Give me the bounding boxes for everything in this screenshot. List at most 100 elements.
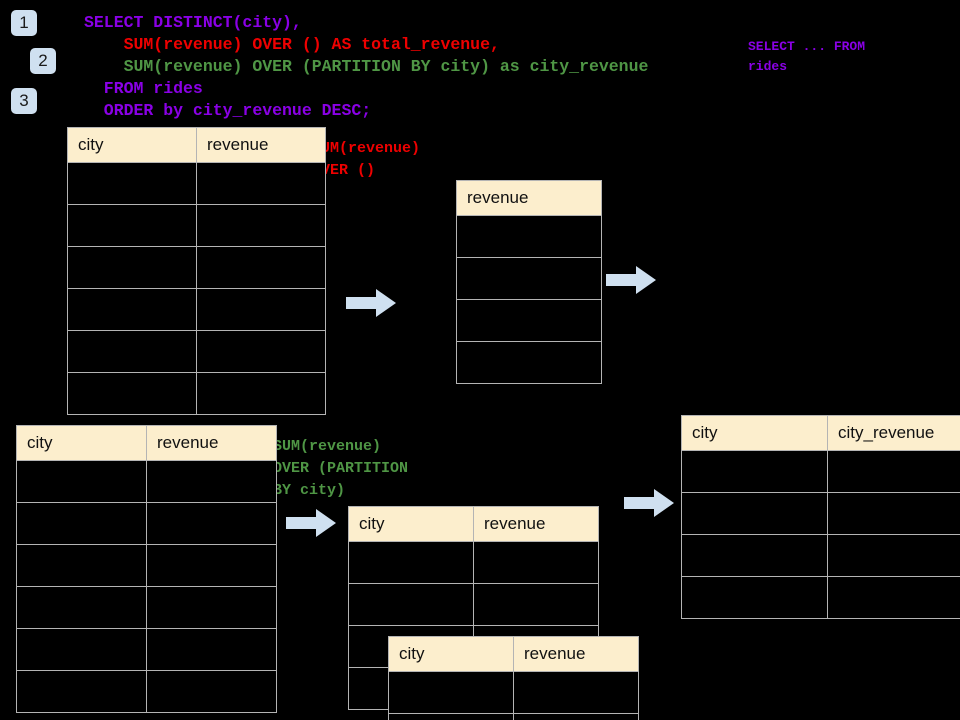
annotation-partition-window: SUM(revenue) OVER (PARTITION BY city) bbox=[273, 438, 409, 499]
sql-line-order-by: ORDER by city_revenue DESC; bbox=[84, 101, 372, 120]
cell-city-revenue bbox=[827, 450, 960, 493]
table-header-row: revenue bbox=[456, 180, 602, 216]
cell-revenue bbox=[473, 583, 599, 626]
column-header-revenue: revenue bbox=[196, 127, 326, 163]
table-rides-source-bottom: city revenue bbox=[16, 425, 277, 713]
cell-revenue bbox=[196, 162, 326, 205]
cell-revenue bbox=[196, 330, 326, 373]
table-row bbox=[67, 162, 326, 205]
cell-city bbox=[16, 628, 147, 671]
column-header-revenue: revenue bbox=[146, 425, 277, 461]
table-row bbox=[16, 586, 277, 629]
table-row bbox=[16, 502, 277, 545]
arrow-right-icon bbox=[286, 509, 336, 537]
cell-revenue bbox=[456, 215, 602, 258]
table-row bbox=[67, 204, 326, 247]
column-header-city: city bbox=[348, 506, 474, 542]
cell-city-revenue bbox=[827, 534, 960, 577]
table-header-row: city city_revenue bbox=[681, 415, 960, 451]
cell-city bbox=[681, 492, 828, 535]
table-header-row: city revenue bbox=[388, 636, 639, 672]
cell-city bbox=[388, 671, 514, 714]
table-row bbox=[16, 670, 277, 713]
column-header-city: city bbox=[681, 415, 828, 451]
sql-line-city-revenue: SUM(revenue) OVER (PARTITION BY city) as… bbox=[84, 57, 649, 76]
cell-revenue bbox=[146, 586, 277, 629]
cell-city bbox=[16, 586, 147, 629]
arrow-source-to-total bbox=[346, 288, 396, 318]
annotation-total-window: SUM(revenue) OVER () bbox=[312, 140, 421, 179]
cell-city bbox=[16, 502, 147, 545]
table-header-row: city revenue bbox=[16, 425, 277, 461]
table-row bbox=[16, 628, 277, 671]
cell-revenue bbox=[456, 257, 602, 300]
arrow-right-icon bbox=[606, 266, 656, 294]
cell-revenue bbox=[146, 502, 277, 545]
table-row bbox=[456, 299, 602, 342]
table-row bbox=[681, 534, 960, 577]
arrow-right-icon bbox=[624, 489, 674, 517]
table-row bbox=[67, 246, 326, 289]
column-header-revenue: revenue bbox=[513, 636, 639, 672]
cell-city bbox=[67, 372, 197, 415]
table-row bbox=[348, 583, 599, 626]
column-header-city: city bbox=[388, 636, 514, 672]
table-row bbox=[67, 372, 326, 415]
table-row bbox=[67, 288, 326, 331]
cell-city bbox=[681, 576, 828, 619]
table-row bbox=[456, 215, 602, 258]
cell-city bbox=[681, 450, 828, 493]
table-header-row: city revenue bbox=[67, 127, 326, 163]
cell-city bbox=[67, 204, 197, 247]
cell-revenue bbox=[196, 288, 326, 331]
arrow-source-to-partition bbox=[286, 508, 336, 538]
table-row bbox=[388, 713, 639, 720]
cell-city bbox=[67, 162, 197, 205]
side-note-line-2: rides bbox=[748, 59, 788, 74]
column-header-revenue: revenue bbox=[473, 506, 599, 542]
column-header-city: city bbox=[16, 425, 147, 461]
cell-city bbox=[67, 246, 197, 289]
cell-revenue bbox=[196, 372, 326, 415]
cell-city-revenue bbox=[827, 492, 960, 535]
cell-revenue bbox=[513, 671, 639, 714]
step-badge-3: 3 bbox=[11, 88, 37, 114]
arrow-partition-to-result bbox=[624, 488, 674, 518]
column-header-city-revenue: city_revenue bbox=[827, 415, 960, 451]
sql-line-select-distinct: SELECT DISTINCT(city), bbox=[84, 13, 302, 32]
table-row bbox=[67, 330, 326, 373]
cell-city bbox=[348, 541, 474, 584]
column-header-revenue: revenue bbox=[456, 180, 602, 216]
table-row bbox=[16, 544, 277, 587]
table-row bbox=[681, 576, 960, 619]
table-row bbox=[681, 492, 960, 535]
table-header-row: city revenue bbox=[348, 506, 599, 542]
cell-revenue bbox=[513, 713, 639, 720]
table-total-revenue: revenue bbox=[456, 180, 602, 384]
cell-city bbox=[348, 583, 474, 626]
table-partition-group-b: city revenue bbox=[388, 636, 639, 720]
table-row bbox=[456, 341, 602, 384]
cell-city bbox=[16, 670, 147, 713]
step-badge-2: 2 bbox=[30, 48, 56, 74]
cell-revenue bbox=[456, 299, 602, 342]
cell-revenue bbox=[196, 204, 326, 247]
table-final-result: city city_revenue bbox=[681, 415, 960, 619]
cell-city bbox=[388, 713, 514, 720]
cell-city bbox=[681, 534, 828, 577]
cell-city bbox=[67, 330, 197, 373]
table-row bbox=[348, 541, 599, 584]
cell-revenue bbox=[146, 544, 277, 587]
table-row bbox=[681, 450, 960, 493]
sql-line-from: FROM rides bbox=[84, 79, 203, 98]
cell-city bbox=[67, 288, 197, 331]
arrow-right-icon bbox=[346, 289, 396, 317]
cell-revenue bbox=[473, 541, 599, 584]
cell-revenue bbox=[196, 246, 326, 289]
table-row bbox=[16, 460, 277, 503]
arrow-total-to-result bbox=[606, 265, 656, 295]
table-rides-source-top: city revenue bbox=[67, 127, 326, 415]
sql-line-total-revenue: SUM(revenue) OVER () AS total_revenue, bbox=[84, 35, 500, 54]
step-badge-1: 1 bbox=[11, 10, 37, 36]
